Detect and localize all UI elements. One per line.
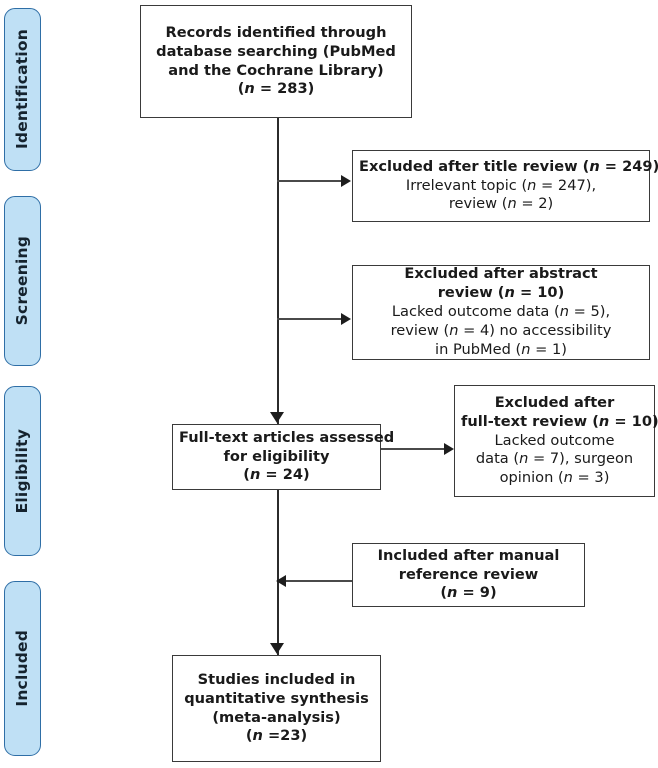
fulltext-assessed-count: (n = 24) [243,466,310,484]
box-excluded-after-title-review: Excluded after title review (n = 249) Ir… [352,150,658,222]
fulltext-assessed-line-1: Full-text articles assessed [179,428,395,446]
connector-to-excluded-abstract [277,318,343,320]
stage-pill-screening: Screening [4,196,41,366]
arrowhead-excluded-title [341,175,351,187]
included-manual-line-1: Included after manual [377,546,560,564]
fulltext-assessed-line-2: for eligibility [223,447,330,465]
stage-label-eligibility: Eligibility [12,428,31,514]
box-records-identified: Records identified through database sear… [140,5,412,118]
studies-included-line-2: quantitative synthesis [184,689,369,707]
excluded-title-reason-1: Irrelevant topic (n = 247), [405,176,597,194]
arrowhead-full-text-assessed [270,412,284,423]
arrowhead-studies-included [270,643,284,654]
stage-label-included: Included [12,630,31,707]
connector-trunk-eligibility-to-included [277,490,279,655]
box-excluded-after-full-text-review: Excluded after full-text review (n = 10)… [454,385,658,497]
arrowhead-excluded-fulltext [444,443,454,455]
stage-pill-identification: Identification [4,8,41,171]
studies-included-count: (n =23) [245,727,308,745]
stage-label-screening: Screening [12,236,31,326]
included-manual-line-2: reference review [398,565,539,583]
records-identified-line-3: and the Cochrane Library) [168,61,384,79]
stage-label-identification: Identification [12,29,31,150]
box-studies-included: Studies included in quantitative synthes… [172,655,381,762]
excluded-fulltext-reason-1: Lacked outcome [494,431,615,449]
excluded-abstract-heading-2: review (n = 10) [437,284,565,302]
excluded-fulltext-heading-2: full-text review (n = 10) [461,412,658,430]
excluded-fulltext-heading-1: Excluded after [494,393,615,411]
excluded-title-reason-2: review (n = 2) [448,195,554,213]
excluded-title-heading: Excluded after title review (n = 249) [359,157,658,175]
box-included-after-manual-reference-review: Included after manual reference review (… [352,543,585,607]
excluded-abstract-reason-1: Lacked outcome data (n = 5), [391,303,611,321]
connector-to-excluded-fulltext [381,448,445,450]
records-identified-line-1: Records identified through [165,23,387,41]
arrowhead-included-manual [276,575,286,587]
stage-pill-eligibility: Eligibility [4,386,41,556]
box-full-text-articles-assessed: Full-text articles assessed for eligibil… [172,424,395,490]
connector-to-excluded-title [277,180,343,182]
excluded-fulltext-reason-2: data (n = 7), surgeon [475,450,634,468]
box-excluded-after-abstract-review: Excluded after abstract review (n = 10) … [352,265,650,360]
connector-from-included-manual [286,580,353,582]
records-identified-line-2: database searching (PubMed [156,42,396,60]
records-identified-count: (n = 283) [237,80,315,98]
arrowhead-excluded-abstract [341,313,351,325]
excluded-abstract-reason-2: review (n = 4) no accessibility [390,321,612,339]
included-manual-count: (n = 9) [440,584,497,602]
excluded-fulltext-reason-3: opinion (n = 3) [499,469,610,487]
excluded-abstract-reason-3: in PubMed (n = 1) [435,340,567,358]
stage-pill-included: Included [4,581,41,756]
excluded-abstract-heading-1: Excluded after abstract [404,265,598,283]
connector-trunk-identification-to-eligibility [277,118,279,424]
studies-included-line-1: Studies included in [197,670,356,688]
studies-included-line-3: (meta-analysis) [212,708,341,726]
